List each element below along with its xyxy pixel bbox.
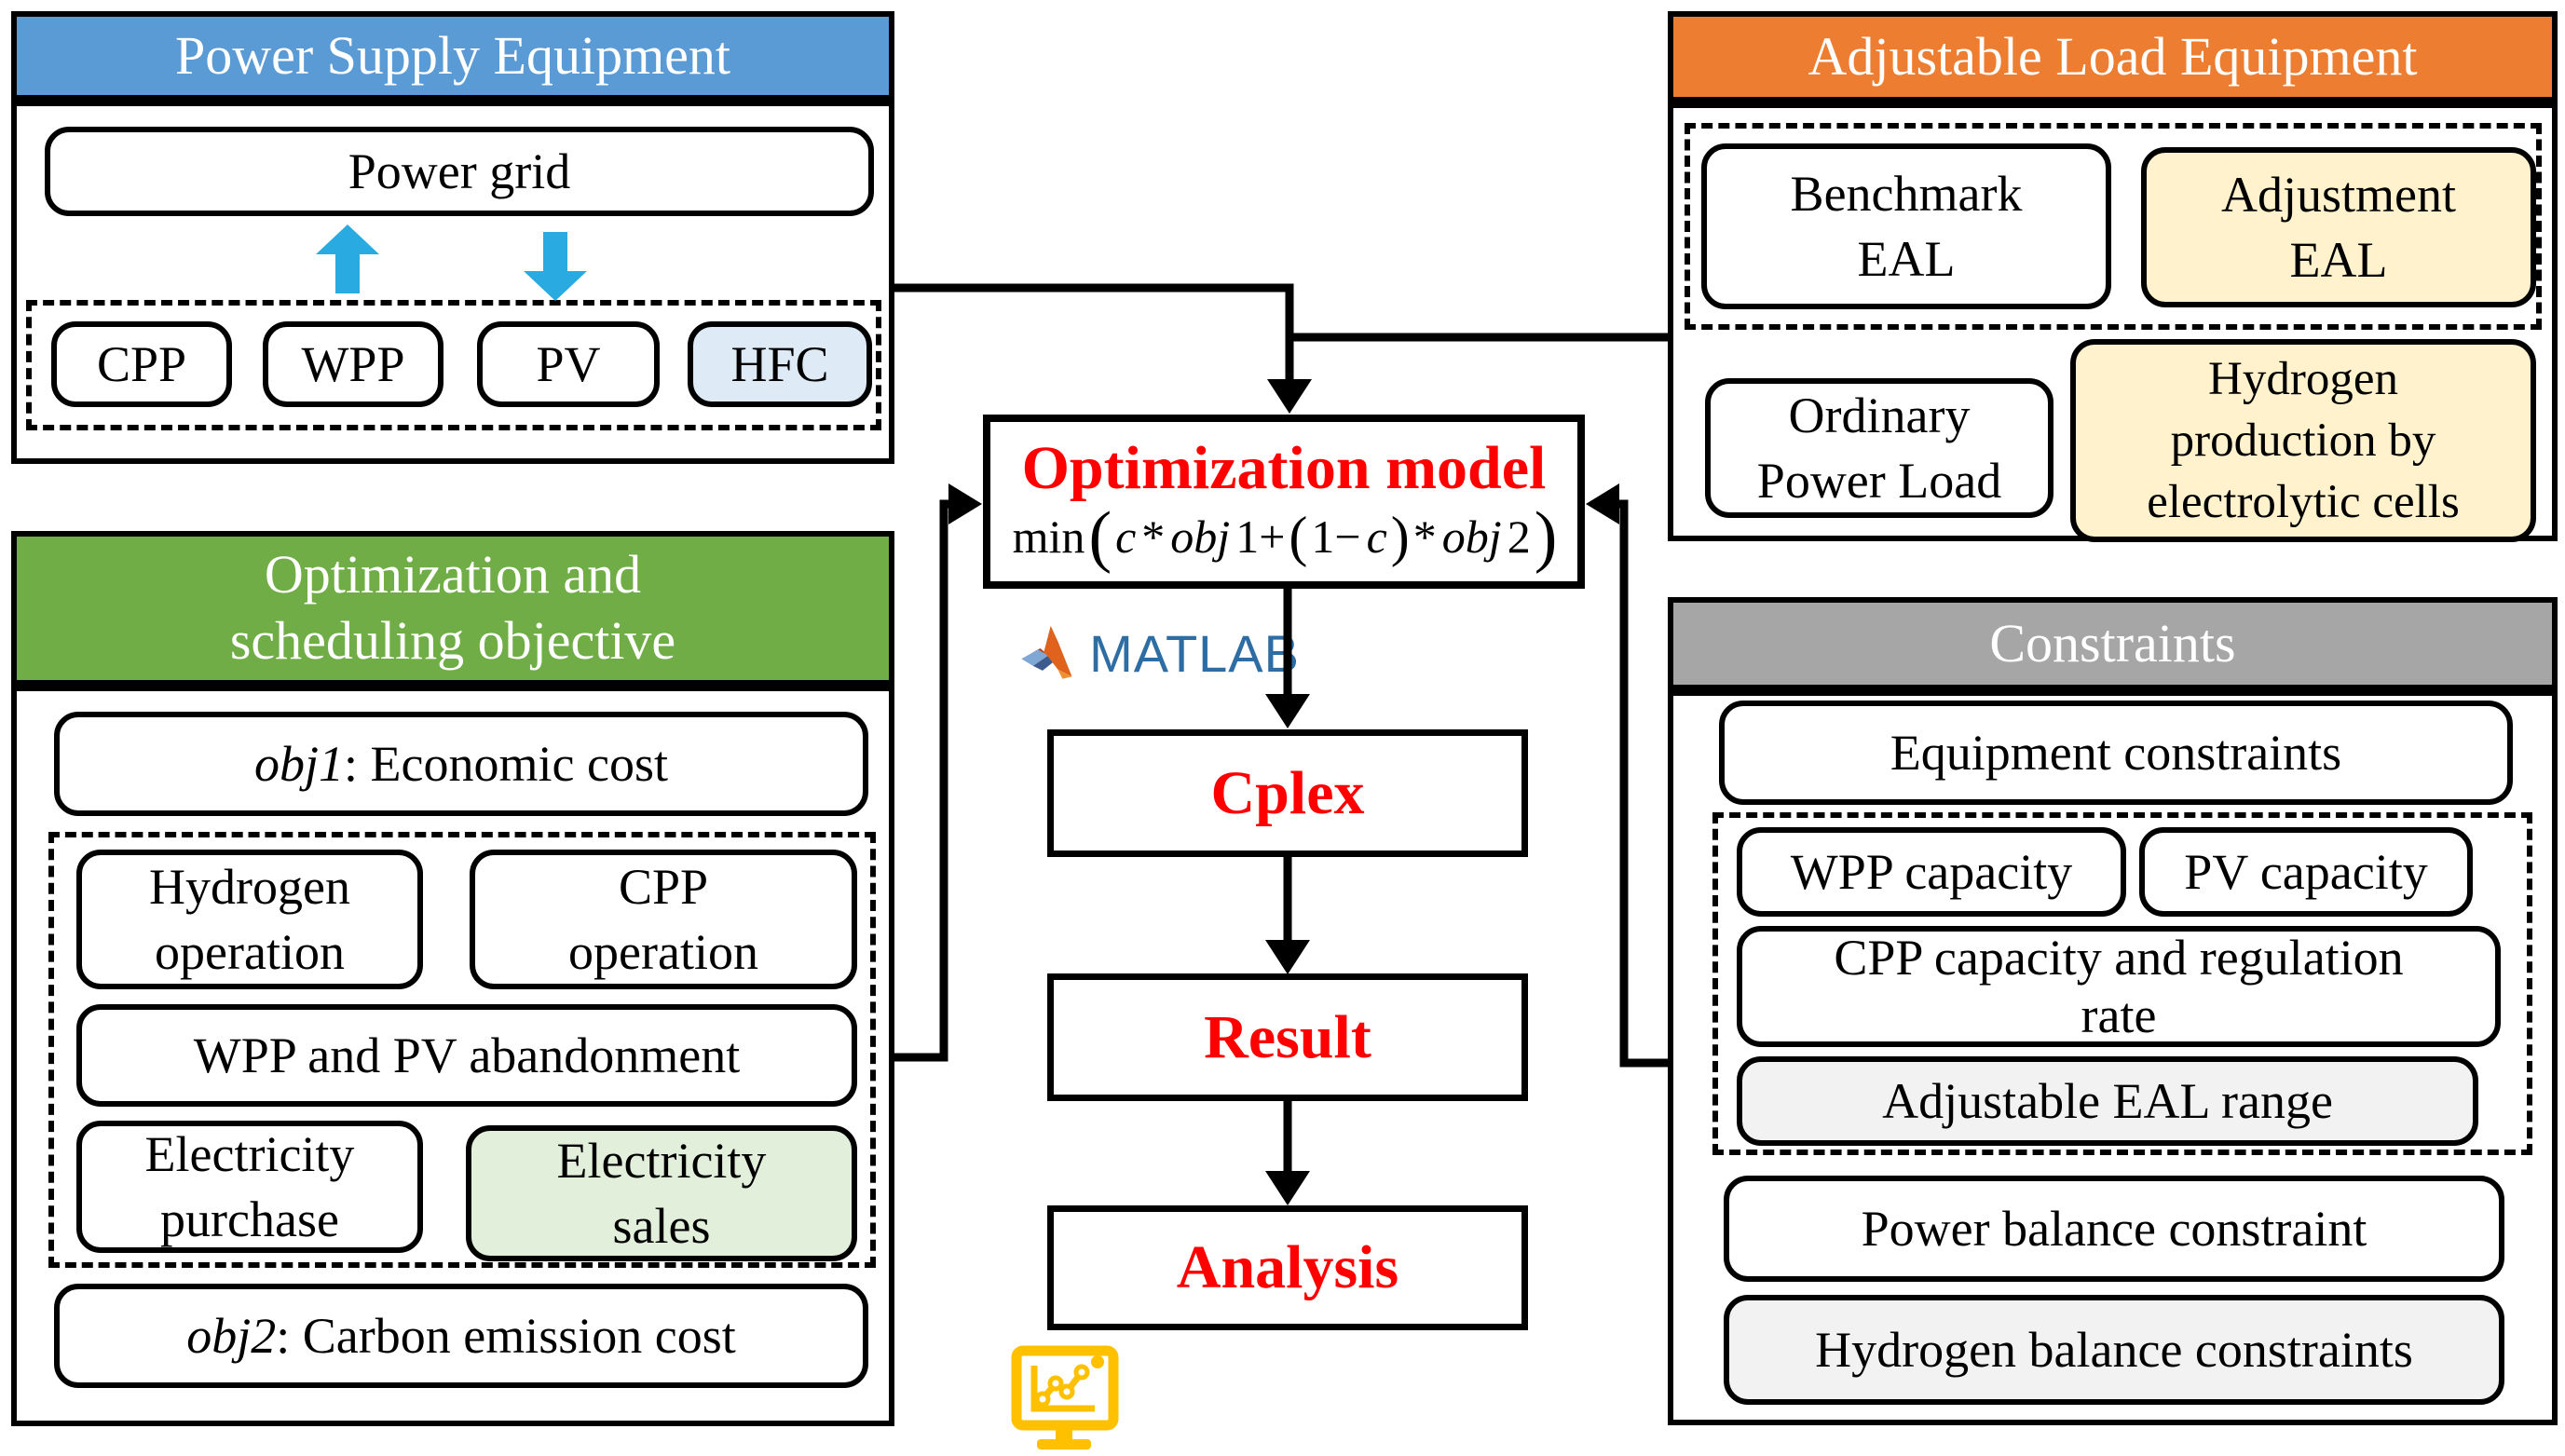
- arrowhead-into-model-top: [1267, 379, 1312, 414]
- electricity-purchase-box: Electricity purchase: [76, 1121, 423, 1253]
- eal-dashed-group: [1685, 123, 2542, 330]
- cplex-box: Cplex: [1047, 729, 1528, 857]
- cplex-label: Cplex: [1210, 758, 1365, 827]
- hydrogen-balance-label: Hydrogen balance constraints: [1815, 1321, 2413, 1378]
- wpp-pv-abandonment-label: WPP and PV abandonment: [193, 1027, 741, 1083]
- benchmark-eal-box: Benchmark EAL: [1701, 143, 2111, 309]
- arrowhead-into-analysis: [1265, 1171, 1310, 1205]
- adjustment-eal-box: Adjustment EAL: [2141, 147, 2536, 307]
- cpp-operation-label: CPP operation: [568, 858, 758, 980]
- obj2-box: obj2: Carbon emission cost: [54, 1284, 868, 1388]
- adjustment-eal-label: Adjustment EAL: [2221, 166, 2456, 288]
- hydrogen-balance-box: Hydrogen balance constraints: [1724, 1295, 2504, 1405]
- hydrogen-operation-label: Hydrogen operation: [149, 858, 350, 980]
- unit-box-cpp: CPP: [51, 321, 232, 407]
- result-label: Result: [1204, 1002, 1371, 1071]
- equipment-constraints-dashed-group: [1712, 812, 2532, 1155]
- optimization-model-title: Optimization model: [1021, 433, 1547, 502]
- panel-adjustable-load-header: Adjustable Load Equipment: [1668, 11, 2558, 102]
- panel-constraints-title: Constraints: [1989, 612, 2236, 674]
- obj1-box: obj1: Economic cost: [54, 712, 868, 816]
- hydrogen-operation-box: Hydrogen operation: [76, 850, 423, 989]
- pv-capacity-label: PV capacity: [2184, 843, 2428, 900]
- matlab-wordmark: MATLAB: [1089, 623, 1300, 683]
- benchmark-eal-label: Benchmark EAL: [1790, 165, 2023, 287]
- panel-constraints: Constraints Equipment constraints WPP ca…: [1668, 597, 2558, 1425]
- arrowhead-into-result: [1265, 940, 1310, 974]
- electricity-sales-label: Electricity sales: [556, 1132, 767, 1254]
- power-grid-box: Power grid: [45, 127, 874, 216]
- panel-adjustable-load: Adjustable Load Equipment Benchmark EAL …: [1668, 11, 2558, 542]
- wpp-pv-abandonment-box: WPP and PV abandonment: [76, 1004, 857, 1107]
- result-box: Result: [1047, 973, 1528, 1101]
- unit-box-hfc: HFC: [688, 321, 872, 407]
- unit-wpp-label: WPP: [301, 335, 405, 392]
- cpp-capacity-box: CPP capacity and regulation rate: [1737, 926, 2501, 1047]
- panel-power-supply-header: Power Supply Equipment: [11, 11, 894, 101]
- wpp-capacity-box: WPP capacity: [1737, 827, 2126, 917]
- adjustable-eal-range-box: Adjustable EAL range: [1737, 1056, 2478, 1146]
- unit-cpp-label: CPP: [96, 335, 187, 392]
- unit-pv-label: PV: [536, 335, 601, 392]
- obj1-label: obj1: Economic cost: [254, 735, 668, 792]
- unit-box-wpp: WPP: [263, 321, 443, 407]
- panel-power-supply-title: Power Supply Equipment: [174, 24, 731, 86]
- objective-dashed-group: [48, 832, 876, 1268]
- panel-objective-title-line1: Optimization and: [264, 544, 642, 606]
- arrowhead-into-model-right: [1586, 483, 1619, 524]
- panel-adjustable-load-title: Adjustable Load Equipment: [1808, 25, 2418, 87]
- power-grid-label: Power grid: [348, 143, 571, 199]
- matlab-logo: MATLAB: [1020, 601, 1300, 705]
- connector-power-supply-to-model: [890, 283, 1294, 382]
- panel-power-supply: Power Supply Equipment Power grid CPP WP…: [11, 11, 894, 464]
- panel-objective-header: Optimization and scheduling objective: [11, 531, 894, 686]
- equipment-constraints-label: Equipment constraints: [1890, 724, 2342, 781]
- matlab-membrane-icon: [1021, 625, 1072, 679]
- equipment-constraints-box: Equipment constraints: [1719, 701, 2513, 805]
- ordinary-power-load-box: Ordinary Power Load: [1705, 378, 2053, 518]
- analysis-monitor-chart-icon: [1009, 1345, 1130, 1456]
- hydrogen-production-box: Hydrogen production by electrolytic cell…: [2070, 339, 2536, 542]
- analysis-label: Analysis: [1176, 1233, 1399, 1302]
- electricity-sales-box: Electricity sales: [466, 1125, 857, 1261]
- unit-box-pv: PV: [477, 321, 660, 407]
- pv-capacity-box: PV capacity: [2139, 827, 2473, 917]
- panel-objective-title-line2: scheduling objective: [229, 610, 676, 671]
- hydrogen-production-label: Hydrogen production by electrolytic cell…: [2147, 352, 2460, 529]
- power-balance-box: Power balance constraint: [1724, 1176, 2504, 1282]
- cpp-capacity-label: CPP capacity and regulation rate: [1834, 929, 2404, 1043]
- panel-constraints-header: Constraints: [1668, 597, 2558, 690]
- cpp-operation-box: CPP operation: [470, 850, 857, 989]
- ordinary-power-load-label: Ordinary Power Load: [1756, 387, 2002, 509]
- panel-objective: Optimization and scheduling objective ob…: [11, 531, 894, 1426]
- analysis-box: Analysis: [1047, 1205, 1528, 1330]
- wpp-capacity-label: WPP capacity: [1790, 843, 2073, 900]
- connector-constraints-to-model: [1617, 499, 1670, 1068]
- electricity-purchase-label: Electricity purchase: [144, 1125, 355, 1247]
- adjustable-eal-range-label: Adjustable EAL range: [1882, 1072, 2333, 1129]
- power-balance-label: Power balance constraint: [1861, 1200, 2367, 1257]
- obj2-label: obj2: Carbon emission cost: [186, 1307, 736, 1364]
- arrowhead-into-model-left: [948, 483, 982, 524]
- power-units-dashed-group: [26, 300, 881, 430]
- unit-hfc-label: HFC: [730, 335, 829, 392]
- connector-objective-to-model: [890, 499, 950, 1062]
